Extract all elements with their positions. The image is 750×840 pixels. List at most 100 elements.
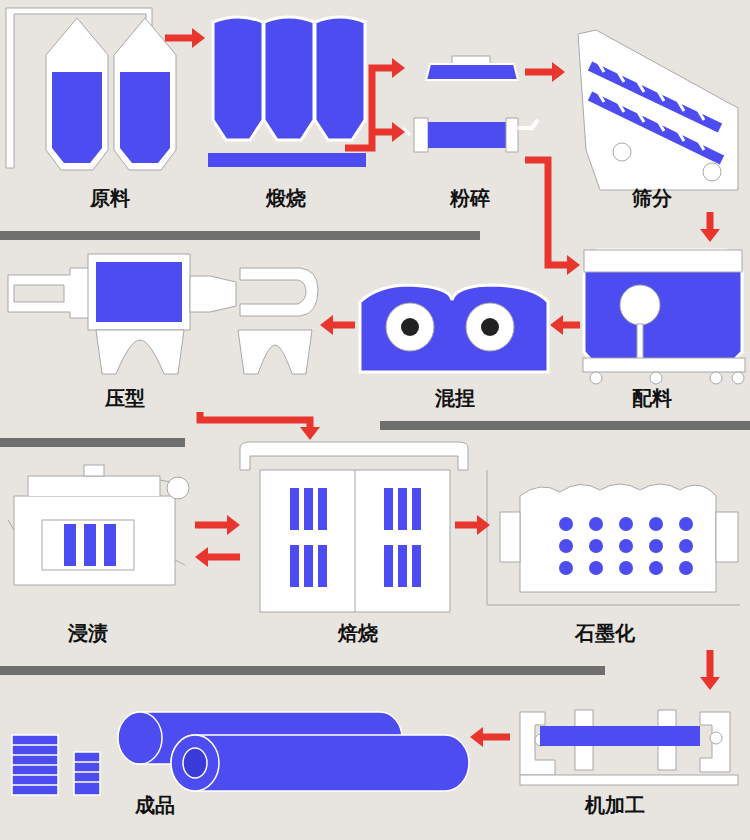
- step-caption: 原料: [87, 186, 133, 210]
- equipment-shape: [487, 470, 740, 605]
- process-step: 机加工: [510, 690, 740, 825]
- flow-arrow: [700, 212, 720, 242]
- equipment-shape: [679, 517, 693, 531]
- equipment-shape: [716, 512, 738, 562]
- equipment-shape: [74, 762, 100, 782]
- equipment-shape: [520, 484, 716, 592]
- equipment-shape: [240, 268, 318, 316]
- equipment-shape: [8, 268, 90, 318]
- step-caption: 石墨化: [572, 621, 638, 645]
- equipment-shape: [583, 358, 745, 372]
- equipment-shape: [732, 372, 744, 384]
- arrow-head: [300, 427, 320, 440]
- equipment-shape: [208, 153, 366, 167]
- equipment-shape: [613, 143, 631, 161]
- equipment-shape: [386, 303, 434, 351]
- equipment-shape: [620, 285, 660, 325]
- equipment-shape: [426, 64, 518, 80]
- process-step: 浸渍: [5, 460, 195, 650]
- equipment-shape: [104, 524, 116, 566]
- equipment-shape: [589, 517, 603, 531]
- equipment-shape: [0, 231, 480, 240]
- equipment-shape: [649, 517, 663, 531]
- flow-arrow: [455, 515, 490, 535]
- equipment-shape: [401, 318, 419, 336]
- equipment-shape: [559, 517, 693, 575]
- step-caption: 粉碎: [447, 186, 493, 210]
- process-step: 配料: [580, 242, 745, 412]
- equipment-shape: [84, 524, 96, 566]
- equipment-shape: [96, 262, 182, 322]
- flow-arrow: [470, 727, 510, 747]
- equipment-shape: [190, 276, 236, 312]
- equipment-shape: [74, 752, 100, 795]
- equipment-shape: [290, 545, 299, 587]
- equipment-shape: [160, 480, 170, 482]
- equipment-shape: [619, 517, 633, 531]
- flow-line: [525, 160, 569, 265]
- equipment-shape: [52, 72, 102, 163]
- equipment-shape: [120, 72, 170, 163]
- equipment-shape: [598, 62, 704, 150]
- equipment-shape: [304, 488, 313, 530]
- arrow-head: [192, 28, 205, 48]
- equipment-shape: [118, 712, 162, 764]
- equipment-shape: [384, 488, 393, 530]
- flow-line: [481, 734, 510, 741]
- equipment-shape: [590, 96, 722, 160]
- equipment-shape: [213, 17, 263, 140]
- process-step: 原料: [5, 10, 165, 215]
- equipment-shape: [0, 8, 750, 795]
- equipment-shape: [637, 324, 643, 360]
- equipment-shape: [318, 488, 327, 530]
- step-caption: 浸渍: [65, 621, 111, 645]
- equipment-shape: [14, 285, 64, 302]
- equipment-shape: [710, 372, 722, 384]
- equipment-shape: [12, 735, 58, 795]
- equipment-shape: [540, 726, 700, 746]
- equipment-shape: [260, 470, 450, 612]
- flow-arrow: [525, 160, 580, 275]
- equipment-shape: [559, 517, 573, 531]
- equipment-shape: [578, 30, 738, 190]
- equipment-shape: [428, 122, 506, 148]
- flow-arrow: [345, 58, 405, 148]
- equipment-shape: [466, 303, 514, 351]
- process-step: 粉碎: [405, 50, 525, 215]
- equipment-shape: [12, 712, 469, 795]
- equipment-shape: [360, 285, 548, 372]
- flow-line: [561, 322, 580, 329]
- arrow-head: [195, 547, 208, 567]
- arrow-head: [567, 255, 580, 275]
- equipment-shape: [506, 118, 518, 152]
- equipment-shape: [384, 545, 393, 587]
- arrow-head: [470, 727, 483, 747]
- equipment-shape: [398, 545, 407, 587]
- equipment-shape: [264, 17, 314, 140]
- equipment-shape: [88, 254, 190, 330]
- equipment-shape: [12, 745, 58, 785]
- equipment-shape: [679, 539, 693, 553]
- flow-arrow: [165, 28, 205, 48]
- arrow-head: [700, 229, 720, 242]
- equipment-shape: [649, 539, 663, 553]
- flow-line: [525, 69, 554, 76]
- step-caption: 成品: [132, 793, 178, 817]
- equipment-shape: [518, 120, 538, 128]
- arrow-head: [320, 315, 333, 335]
- equipment-shape: [412, 488, 421, 530]
- equipment-shape: [171, 735, 469, 791]
- flow-line: [707, 650, 714, 679]
- equipment-shape: [28, 476, 160, 496]
- flow-arrow: [550, 315, 580, 335]
- equipment-shape: [290, 488, 299, 530]
- equipment-shape: [318, 545, 327, 587]
- equipment-shape: [238, 330, 312, 374]
- process-step: 石墨化: [490, 470, 740, 650]
- arrow-head: [550, 315, 563, 335]
- equipment-shape: [710, 732, 722, 744]
- equipment-shape: [481, 318, 499, 336]
- flow-line: [345, 68, 394, 148]
